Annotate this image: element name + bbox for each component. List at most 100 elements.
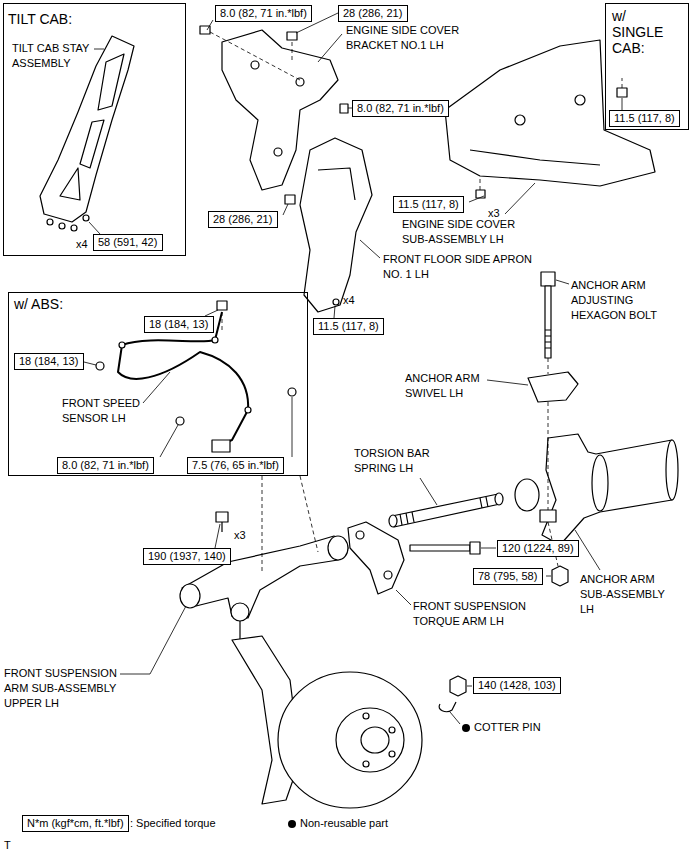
option-heading: w/ ABS:	[14, 297, 114, 312]
upper-arm	[216, 512, 228, 522]
torque-value: 120 (1224, 89)	[502, 542, 574, 554]
anchor-arm-swivel	[528, 372, 578, 402]
torque-value: 58 (591, 42)	[98, 236, 157, 248]
dashed-line	[548, 402, 549, 510]
floor-side-apron	[300, 138, 372, 312]
part-name: ANCHOR ARM SUB-ASSEMBLY LH	[580, 572, 678, 617]
adjusting-bolt	[545, 330, 551, 348]
quantity-mark: x4	[343, 293, 355, 308]
torque-box: 8.0 (82, 71 in.*lbf)	[352, 100, 449, 117]
leader-line	[89, 222, 100, 234]
wheel-hub	[450, 676, 466, 696]
side-cover-bracket	[296, 78, 304, 86]
anchor-arm	[515, 479, 539, 511]
dashed-line	[622, 78, 623, 88]
torsion-bar	[400, 497, 488, 525]
part-name: FRONT SUSPENSION TORQUE ARM LH	[413, 599, 535, 629]
part-name: TILT CAB STAY ASSEMBLY	[12, 41, 117, 71]
dashed-line	[210, 32, 300, 80]
torque-arm	[410, 545, 470, 551]
adjusting-bolt	[545, 286, 551, 358]
leader-line	[283, 204, 288, 215]
adjusting-bolt	[541, 272, 555, 286]
part-name: ENGINE SIDE COVER SUB-ASSEMBLY LH	[402, 217, 526, 247]
torque-value: 8.0 (82, 71 in.*lbf)	[62, 459, 149, 471]
torque-value: 78 (795, 58)	[478, 570, 537, 582]
torque-value: 8.0 (82, 71 in.*lbf)	[357, 102, 444, 114]
torque-box: 18 (184, 13)	[144, 316, 214, 333]
torsion-bar	[495, 493, 503, 505]
anchor-arm	[540, 510, 556, 522]
floor-side-apron	[318, 168, 355, 200]
torque-value: 140 (1428, 103)	[478, 679, 556, 691]
leader-line	[84, 362, 96, 365]
wheel-hub	[336, 708, 404, 772]
leader-line	[292, 397, 293, 457]
torque-box: 120 (1224, 89)	[497, 540, 579, 557]
floor-side-apron	[333, 299, 339, 305]
leader-line	[318, 34, 342, 62]
anchor-arm	[666, 440, 678, 500]
tilt-cab-stay	[83, 215, 89, 221]
upper-arm	[221, 522, 222, 532]
engine-side-cover	[470, 150, 600, 165]
torque-box: N*m (kgf*cm, ft.*lbf)	[22, 815, 129, 832]
quantity-mark: x3	[234, 528, 246, 543]
legend-dot	[288, 820, 296, 828]
wheel-hub	[389, 751, 395, 757]
part-name: FRONT SUSPENSION ARM SUB-ASSEMBLY UPPER …	[4, 666, 126, 711]
anchor-arm	[592, 455, 608, 511]
adjusting-bolt	[541, 272, 555, 358]
torsion-bar	[392, 494, 500, 527]
non-reusable-dot	[462, 724, 470, 732]
torque-box: 11.5 (117, 8)	[609, 110, 680, 127]
speed-sensor	[176, 417, 184, 425]
part-name: FRONT SPEED SENSOR LH	[62, 396, 154, 426]
speed-sensor	[212, 440, 230, 452]
part-name: ANCHOR ARM SWIVEL LH	[405, 371, 487, 401]
illustration	[40, 26, 678, 808]
leader-line	[120, 606, 186, 674]
leader-line	[546, 576, 551, 577]
option-box: w/ SINGLE CAB:11.5 (117, 8)	[605, 3, 689, 130]
leader-line	[207, 20, 213, 30]
dashed-line	[548, 358, 549, 374]
torque-box: 8.0 (82, 71 in.*lbf)	[215, 5, 312, 22]
side-cover-bracket	[251, 61, 259, 69]
torque-box: 78 (795, 58)	[473, 568, 543, 585]
tilt-cab-stay	[47, 219, 53, 225]
leader-line	[334, 306, 335, 318]
side-cover-bracket	[287, 32, 297, 40]
upper-arm	[180, 584, 200, 608]
torque-value: 11.5 (117, 8)	[398, 198, 459, 210]
torque-value: 11.5 (117, 8)	[614, 112, 675, 124]
option-heading: TILT CAB:	[8, 12, 128, 27]
speed-sensor	[288, 388, 296, 396]
leader-line	[94, 49, 104, 50]
torque-box: 28 (286, 21)	[208, 211, 278, 228]
leader-line	[469, 196, 484, 202]
speed-sensor	[119, 342, 125, 348]
leader-line	[396, 590, 411, 605]
anchor-arm	[515, 434, 678, 586]
torque-value: 18 (184, 13)	[19, 355, 78, 367]
leader-line	[505, 183, 535, 214]
figure-code: T	[4, 838, 11, 853]
engine-side-cover	[515, 115, 525, 125]
part-name: FRONT FLOOR SIDE APRON NO. 1 LH	[383, 252, 539, 282]
leader-line	[556, 280, 569, 284]
wheel-hub	[361, 727, 389, 753]
torque-box: 58 (591, 42)	[93, 234, 163, 251]
tilt-cab-stay	[80, 120, 104, 168]
dashed-line	[480, 178, 481, 190]
upper-arm	[231, 603, 249, 621]
side-cover-bracket	[274, 148, 282, 156]
speed-sensor	[96, 362, 104, 370]
torsion-bar	[389, 493, 503, 527]
torque-box: 190 (1937, 140)	[143, 548, 231, 565]
torque-value: 28 (286, 21)	[213, 213, 272, 225]
part-name: ENGINE SIDE COVER BRACKET NO.1 LH	[346, 23, 474, 53]
wheel-hub	[389, 727, 395, 733]
